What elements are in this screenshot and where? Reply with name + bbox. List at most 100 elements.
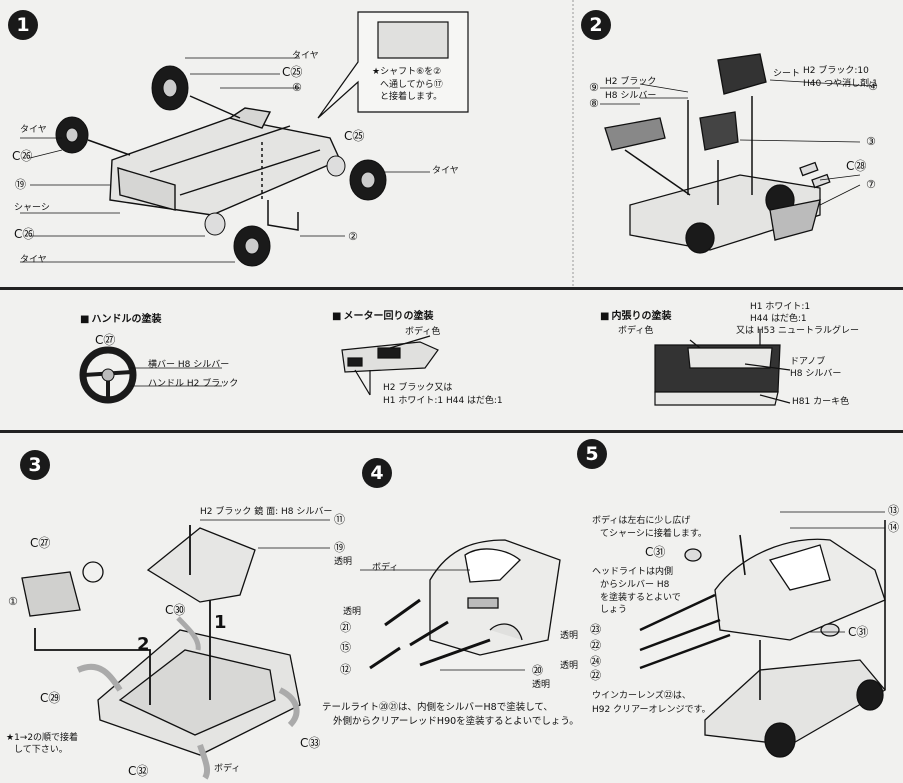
step3-assembly bbox=[21, 527, 301, 780]
step1-shaft-note: ★シャフト⑥を② へ通してから⑰ と接着します。 bbox=[372, 66, 443, 104]
step4-label-p21: ㉑ bbox=[340, 621, 351, 634]
step3-arrow-2: 2 bbox=[137, 634, 150, 655]
step5-label-p24: ㉔ bbox=[590, 655, 601, 668]
step-4-badge: 4 bbox=[362, 458, 392, 488]
meter-label-paint2: H1 ホワイト:1 H44 はだ色:1 bbox=[383, 396, 503, 406]
step5-label-p13: ⑬ bbox=[888, 504, 899, 517]
step4-label-p15: ⑮ bbox=[340, 641, 351, 654]
step4-note-line1: テールライト⑳㉑は、内側をシルバーH8で塗装して、 bbox=[322, 702, 553, 713]
handle-paint-title: ハンドルの塗装 bbox=[80, 310, 161, 325]
step5-note-b3: を塗装するとよいで bbox=[600, 593, 681, 603]
step1-note-line2: へ通してから⑰ bbox=[380, 79, 443, 90]
step5-label-c31-right: C㉛ bbox=[848, 625, 869, 639]
step5-winker-line2: H92 クリアーオレンジです。 bbox=[592, 705, 711, 715]
step3-label-p19: ⑲ bbox=[334, 541, 345, 554]
step4-note-line2: 外側からクリアーレッドH90を塗装するとよいでしょう。 bbox=[333, 716, 579, 727]
step4-rear-body bbox=[429, 539, 561, 656]
step1-label-tire-bottom: タイヤ bbox=[20, 255, 47, 265]
step1-note-line3: と接着します。 bbox=[380, 92, 443, 103]
step5-label-clear1: 透明 bbox=[560, 631, 579, 641]
meter-label-body: ボディ色 bbox=[405, 327, 441, 337]
step2-label-paint9: H2 ブラック bbox=[605, 77, 657, 87]
step3-label-c27: C㉗ bbox=[30, 536, 51, 550]
step2-label-p8: ⑧ bbox=[589, 97, 599, 110]
interior-label-bottom: H81 カーキ色 bbox=[792, 397, 850, 407]
step4-label-p12: ⑫ bbox=[340, 663, 351, 676]
step5-label-c31-top: C㉛ bbox=[645, 545, 666, 559]
interior-label-door2: H8 シルバー bbox=[790, 369, 842, 379]
meter-label-paint1: H2 ブラック又は bbox=[383, 383, 453, 393]
handle-label-bar: 横バー H8 シルバー bbox=[148, 360, 230, 370]
step5-label-p22a: ㉒ bbox=[590, 639, 601, 652]
step2-label-p4: ④ bbox=[868, 80, 878, 93]
step2-label-p9: ⑨ bbox=[589, 81, 599, 94]
step1-tires bbox=[55, 65, 387, 267]
step2-label-seat-paint1: H2 ブラック:10 bbox=[803, 66, 869, 76]
step3-label-p1: ① bbox=[8, 595, 18, 608]
step5-label-p23: ㉓ bbox=[590, 623, 601, 636]
step1-label-tire-left: タイヤ bbox=[20, 125, 47, 135]
meter-drawing bbox=[341, 335, 439, 396]
meter-paint-title: メーター回りの塗装 bbox=[332, 307, 433, 322]
step3-label-body: ボディ bbox=[214, 764, 241, 774]
interior-label-body: ボディ色 bbox=[618, 326, 654, 336]
step1-chassis bbox=[109, 107, 341, 216]
step3-label-p11: ⑪ bbox=[334, 513, 345, 526]
step1-callout-box bbox=[317, 11, 469, 119]
interior-paint-title: 内張りの塗装 bbox=[600, 307, 671, 322]
step-1-badge: 1 bbox=[8, 10, 38, 40]
step4-label-p20: ⑳ bbox=[532, 664, 543, 677]
step2-label-paint8: H8 シルバー bbox=[605, 91, 657, 101]
step1-note-line1: ★シャフト⑥を② bbox=[372, 67, 442, 77]
step2-label-p3: ③ bbox=[866, 135, 876, 148]
step5-assembly bbox=[684, 538, 886, 758]
interior-label-paint3: 又は H53 ニュートラルグレー bbox=[736, 326, 859, 336]
step3-label-c29: C㉙ bbox=[40, 691, 61, 705]
step1-label-tire-right: タイヤ bbox=[432, 166, 459, 176]
handle-label-c27: C㉗ bbox=[95, 333, 116, 347]
step4-label-clear-top: 透明 bbox=[343, 607, 362, 617]
step3-label-clear: 透明 bbox=[334, 557, 353, 567]
step2-assembly bbox=[604, 53, 831, 254]
interior-label-paint2: H44 はだ色:1 bbox=[750, 314, 807, 324]
steering-wheel-drawing bbox=[79, 346, 137, 404]
interior-label-paint1: H1 ホワイト:1 bbox=[750, 302, 811, 312]
step3-label-c32: C㉜ bbox=[128, 764, 149, 778]
step4-label-clear-bottom: 透明 bbox=[532, 680, 551, 690]
handle-label-wheel: ハンドル H2 ブラック bbox=[148, 379, 239, 389]
step1-label-part6: ⑥ bbox=[292, 81, 302, 94]
step2-label-seat-paint2: H40 つや消し剤:1 bbox=[803, 79, 878, 89]
step1-label-part19: ⑲ bbox=[15, 178, 26, 191]
step3-label-paint-top: H2 ブラック 鏡 面: H8 シルバー bbox=[200, 507, 333, 517]
step1-label-c25-right: C㉕ bbox=[344, 129, 365, 143]
step1-label-c25-top: C㉕ bbox=[282, 65, 303, 79]
step4-label-body: ボディ bbox=[372, 563, 399, 573]
step5-note-b2: からシルバー H8 bbox=[600, 580, 670, 590]
step5-note-b1: ヘッドライトは内側 bbox=[592, 567, 674, 577]
step1-label-chassis: シャーシ bbox=[14, 203, 50, 213]
step-3-badge: 3 bbox=[20, 450, 50, 480]
step-2-badge: 2 bbox=[581, 10, 611, 40]
step3-label-c33: C㉝ bbox=[300, 736, 321, 750]
step5-winker-line1: ウインカーレンズ㉒は、 bbox=[592, 691, 691, 701]
step5-label-p14: ⑭ bbox=[888, 521, 899, 534]
step2-label-seat: シート bbox=[773, 69, 801, 79]
step1-label-part2: ② bbox=[348, 230, 358, 243]
step2-label-p7: ⑦ bbox=[866, 178, 876, 191]
step2-label-c28: C㉘ bbox=[846, 159, 867, 173]
step5-note-a1: ボディは左右に少し広げ bbox=[592, 516, 691, 526]
interior-panel-drawing bbox=[654, 330, 791, 406]
step5-label-p22b: ㉒ bbox=[590, 669, 601, 682]
step1-label-tire-top: タイヤ bbox=[292, 51, 319, 61]
step3-note-line1: ★1→2の順で接着 bbox=[6, 733, 79, 743]
interior-label-door1: ドアノブ bbox=[790, 357, 826, 367]
step5-label-clear2: 透明 bbox=[560, 661, 579, 671]
step-5-badge: 5 bbox=[577, 439, 607, 469]
step3-arrow-1: 1 bbox=[214, 612, 227, 633]
step1-label-c26-left: C㉖ bbox=[12, 149, 33, 163]
step1-label-c26-bottom: C㉖ bbox=[14, 227, 35, 241]
step3-note-line2: して下さい。 bbox=[14, 745, 68, 755]
step5-note-b4: しょう bbox=[600, 605, 628, 615]
step3-label-c30: C㉚ bbox=[165, 603, 186, 617]
